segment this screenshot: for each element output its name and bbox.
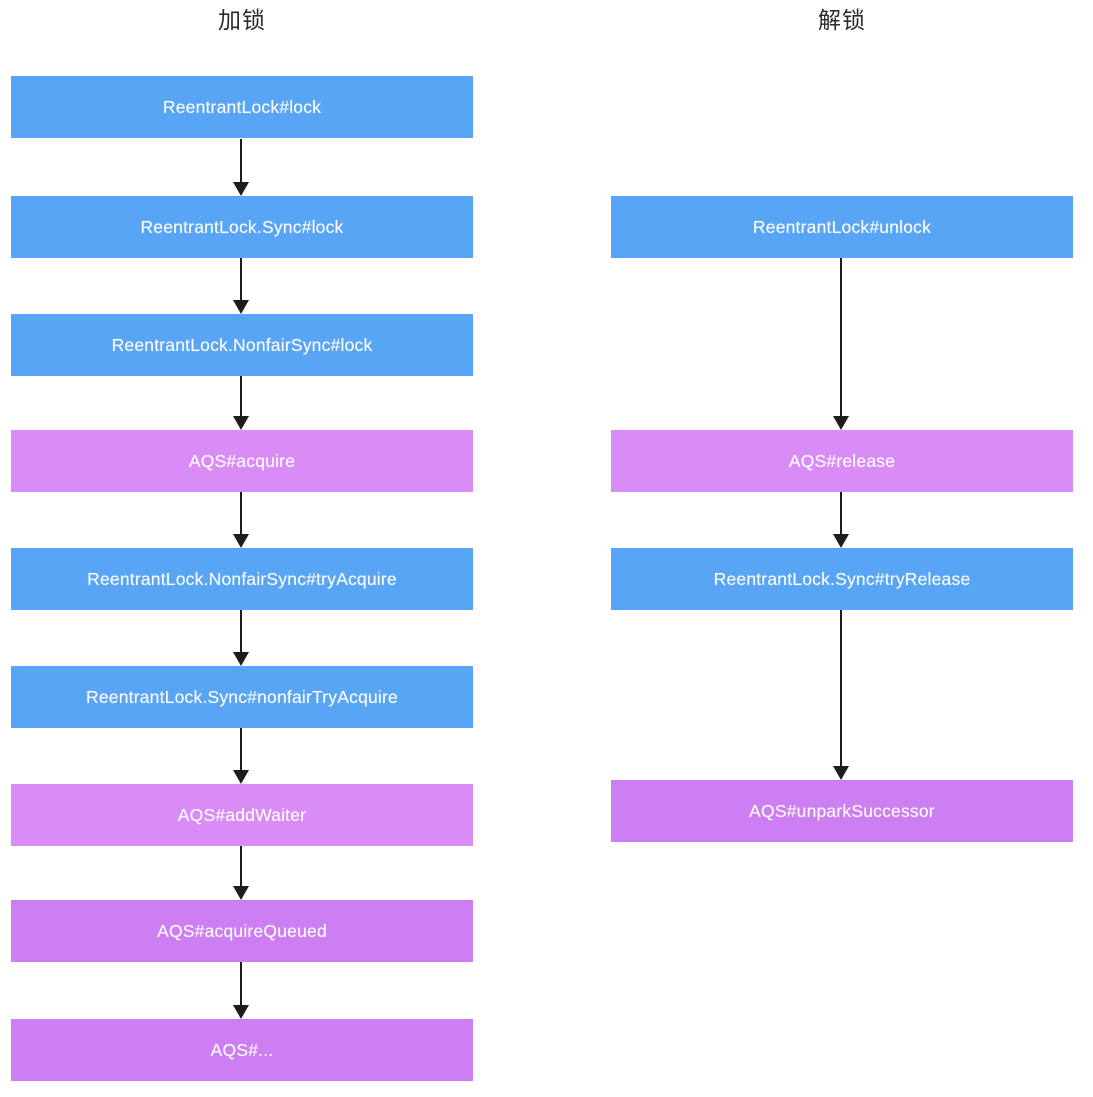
node-aqs-ellipsis[interactable]: AQS#... bbox=[11, 1019, 473, 1081]
node-reentrantlock-sync-tryrelease[interactable]: ReentrantLock.Sync#tryRelease bbox=[611, 548, 1073, 610]
node-reentrantlock-lock[interactable]: ReentrantLock#lock bbox=[11, 76, 473, 138]
arrow-down-icon bbox=[232, 492, 250, 548]
column-heading-lock: 加锁 bbox=[218, 8, 266, 34]
arrow-down-icon bbox=[232, 376, 250, 430]
node-reentrantlock-nonfairsync-tryacquire[interactable]: ReentrantLock.NonfairSync#tryAcquire bbox=[11, 548, 473, 610]
arrow-down-icon bbox=[832, 258, 850, 430]
node-aqs-unparksuccessor[interactable]: AQS#unparkSuccessor bbox=[611, 780, 1073, 842]
column-heading-unlock: 解锁 bbox=[818, 8, 866, 34]
arrow-down-icon bbox=[832, 492, 850, 548]
node-reentrantlock-nonfairsync-lock[interactable]: ReentrantLock.NonfairSync#lock bbox=[11, 314, 473, 376]
arrow-down-icon bbox=[232, 962, 250, 1019]
node-aqs-release[interactable]: AQS#release bbox=[611, 430, 1073, 492]
node-reentrantlock-sync-lock[interactable]: ReentrantLock.Sync#lock bbox=[11, 196, 473, 258]
node-reentrantlock-sync-nonfairtryacquire[interactable]: ReentrantLock.Sync#nonfairTryAcquire bbox=[11, 666, 473, 728]
node-aqs-addwaiter[interactable]: AQS#addWaiter bbox=[11, 784, 473, 846]
node-aqs-acquirequeued[interactable]: AQS#acquireQueued bbox=[11, 900, 473, 962]
node-aqs-acquire[interactable]: AQS#acquire bbox=[11, 430, 473, 492]
arrow-down-icon bbox=[232, 258, 250, 314]
arrow-down-icon bbox=[832, 610, 850, 780]
arrow-down-icon bbox=[232, 846, 250, 900]
arrow-down-icon bbox=[232, 610, 250, 666]
arrow-down-icon bbox=[232, 728, 250, 784]
arrow-down-icon bbox=[232, 139, 250, 196]
node-reentrantlock-unlock[interactable]: ReentrantLock#unlock bbox=[611, 196, 1073, 258]
